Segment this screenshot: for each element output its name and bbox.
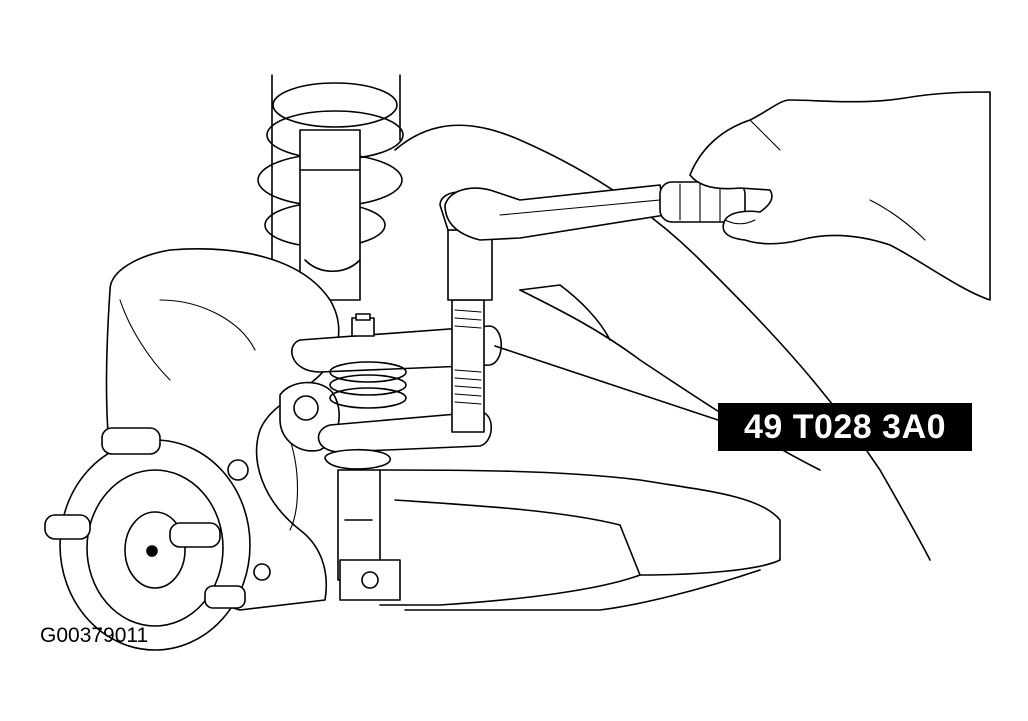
callout-leader-line (494, 345, 719, 421)
figure-id-label: G00379011 (40, 624, 149, 647)
wheel-hub (44, 427, 271, 651)
stabilizer-link (337, 469, 401, 601)
body-outline (379, 124, 931, 611)
spring-compressor-tool (291, 299, 502, 470)
tool-number-callout: 49 T028 3A0 (718, 403, 972, 451)
technician-hand (689, 91, 991, 301)
compressed-coil (329, 361, 407, 409)
ratchet-wrench (444, 181, 746, 241)
